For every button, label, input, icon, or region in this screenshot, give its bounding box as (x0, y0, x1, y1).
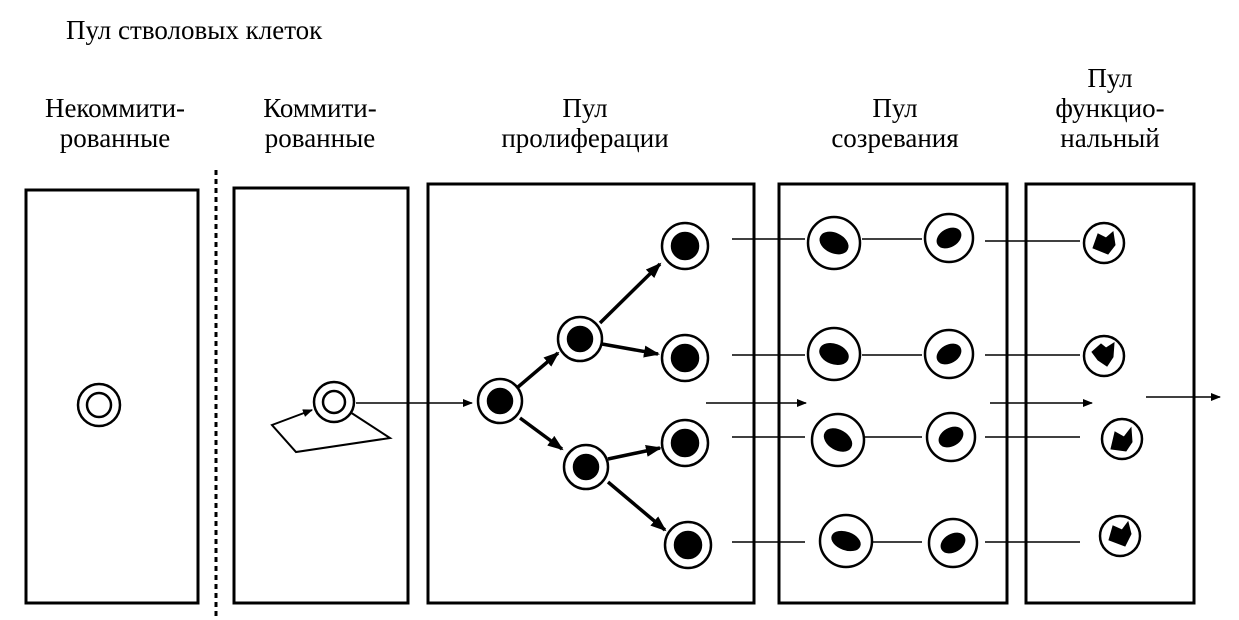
label-functional-line1: Пул (1087, 63, 1133, 93)
maturation-cells-col2 (923, 212, 979, 569)
maturation-cell-2b (923, 328, 975, 380)
label-maturation-line2: созревания (831, 123, 959, 153)
maturation-cell-3b (925, 411, 977, 463)
arrow-root-to-upper (516, 351, 560, 389)
functional-cell-4 (1098, 514, 1142, 558)
flow-lines (732, 238, 1080, 543)
proliferation-cell-lower (562, 443, 610, 491)
label-functional-line2: функцио- (1055, 93, 1165, 123)
proliferation-cell-root (476, 377, 524, 425)
functional-cells (1082, 221, 1144, 558)
box-maturation (777, 182, 1009, 605)
label-proliferation-line1: Пул (562, 93, 608, 123)
proliferation-cell-2 (660, 333, 710, 383)
stem-cell-pool-title: Пул стволовых клеток (66, 15, 323, 45)
arrow-lower-to-4 (606, 480, 667, 532)
arrow-upper-to-2 (601, 342, 660, 358)
label-proliferation-line2: пролиферации (501, 123, 669, 153)
label-uncommitted-line2: рованные (59, 123, 171, 153)
functional-cell-2 (1082, 334, 1126, 378)
label-proliferation: Пул пролиферации (460, 93, 710, 153)
maturation-cell-4b (927, 517, 979, 569)
functional-cell-1 (1082, 221, 1126, 265)
maturation-cell-4a (818, 513, 874, 569)
committed-stem-cell (312, 380, 356, 424)
label-uncommitted-line1: Некоммити- (44, 93, 186, 123)
proliferation-cells (476, 221, 713, 570)
proliferation-cell-upper (556, 315, 604, 363)
proliferation-cell-3 (660, 418, 710, 468)
label-committed: Коммити- рованные (230, 93, 410, 153)
label-functional-line3: нальный (1060, 123, 1160, 153)
functional-cell-3 (1100, 417, 1144, 461)
arrow-lower-to-3 (607, 445, 662, 461)
uncommitted-stem-cell (76, 382, 122, 428)
maturation-cell-1b (923, 212, 975, 264)
self-renewal-loop (270, 409, 393, 454)
box-functional (1024, 182, 1196, 605)
maturation-cell-3a (810, 412, 866, 468)
proliferation-cell-4 (663, 520, 713, 570)
label-maturation-line1: Пул (872, 93, 918, 123)
arrow-upper-to-1 (598, 262, 662, 325)
proliferation-cell-1 (660, 221, 710, 271)
box-committed (232, 186, 410, 605)
maturation-cells-col1 (806, 215, 874, 569)
label-maturation: Пул созревания (790, 93, 1000, 153)
label-functional: Пул функцио- нальный (1020, 63, 1200, 153)
label-uncommitted: Некоммити- рованные (20, 93, 210, 153)
label-committed-line2: рованные (264, 123, 376, 153)
division-arrows (516, 262, 667, 532)
label-committed-line1: Коммити- (263, 93, 377, 123)
maturation-cell-1a (806, 215, 862, 271)
arrow-root-to-lower (518, 416, 564, 451)
box-uncommitted (24, 188, 200, 605)
box-proliferation (426, 182, 756, 605)
maturation-cell-2a (806, 326, 862, 382)
